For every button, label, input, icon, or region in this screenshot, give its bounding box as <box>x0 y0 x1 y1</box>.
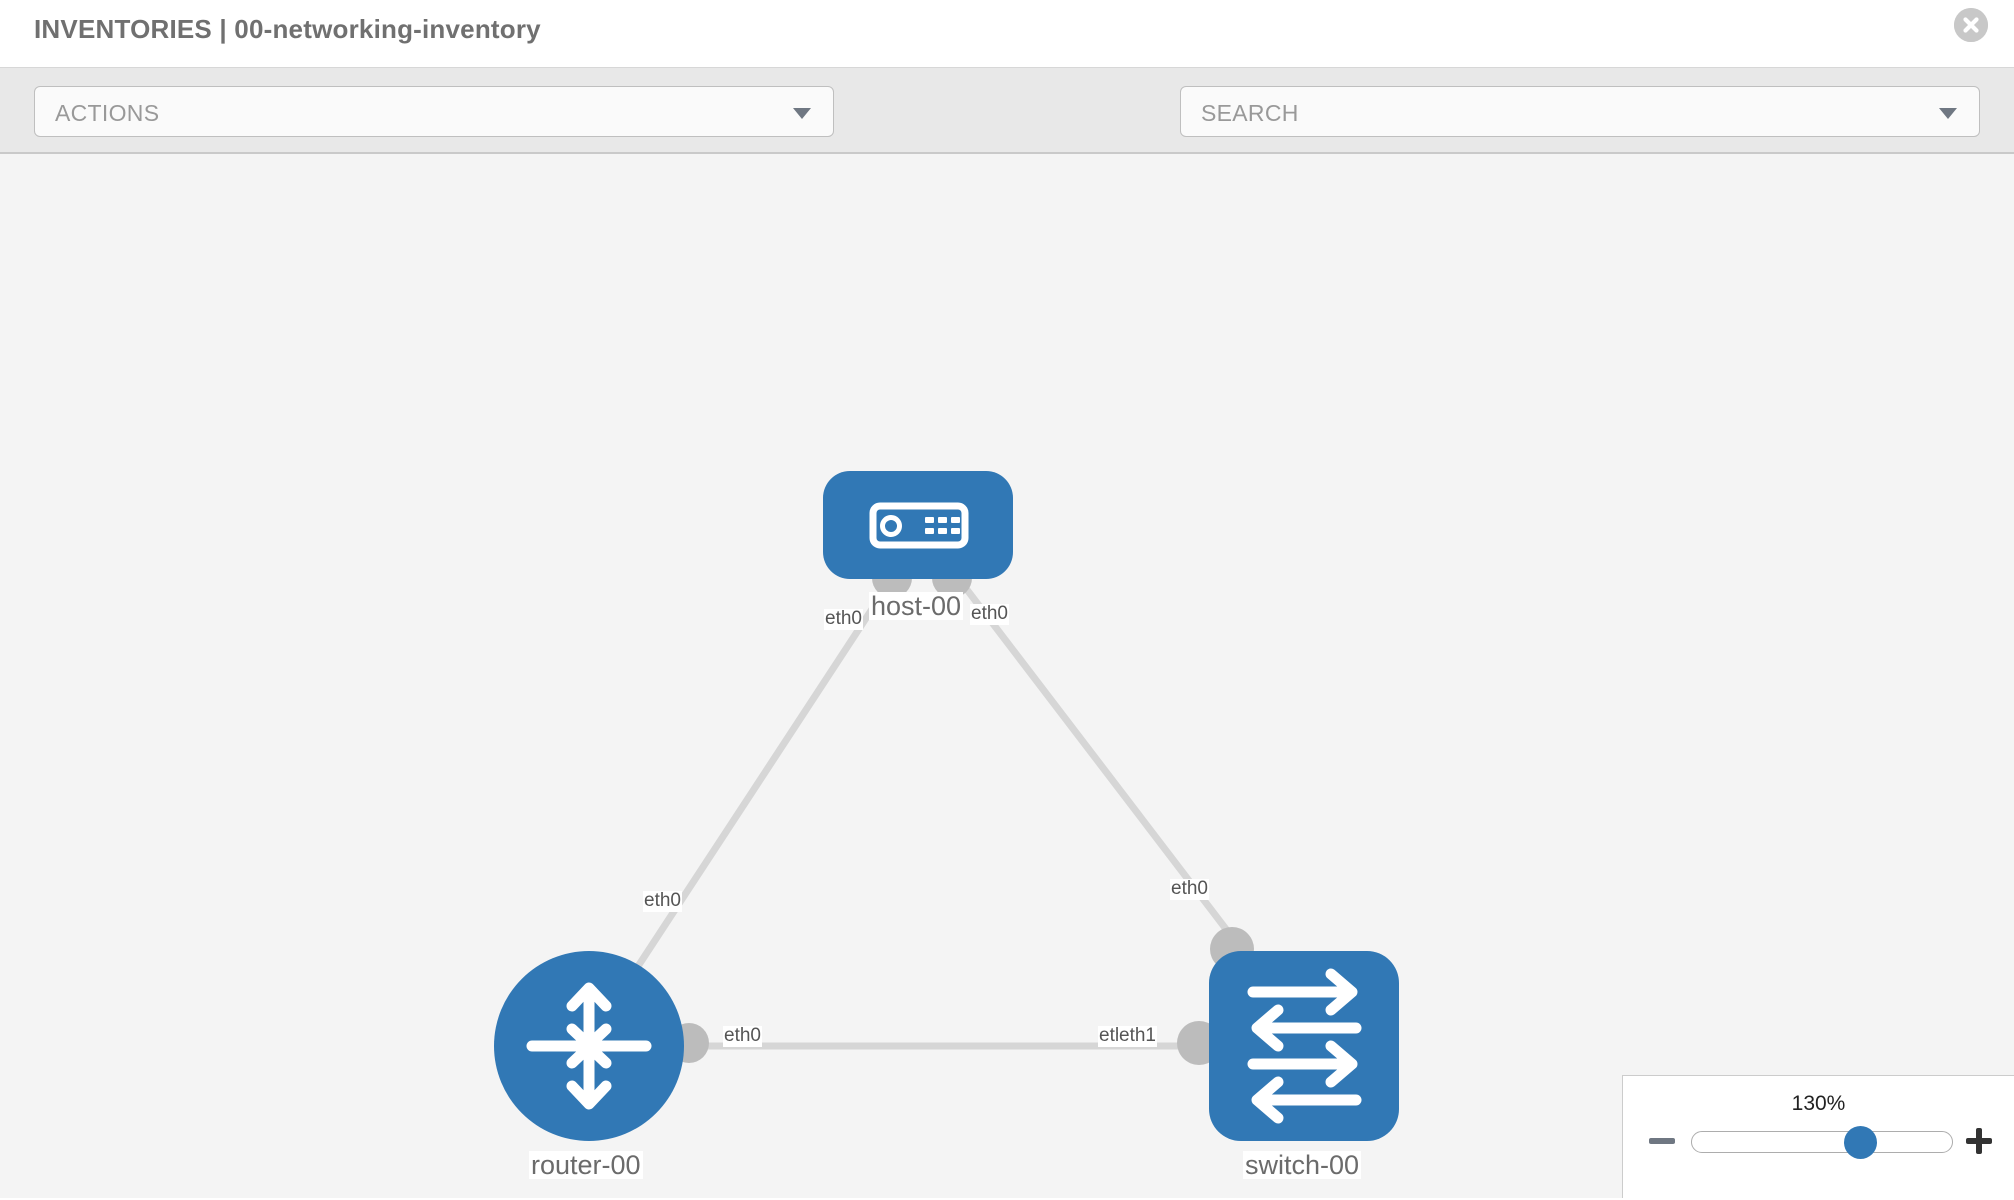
node-label-router: router-00 <box>529 1150 643 1180</box>
zoom-slider-thumb[interactable] <box>1844 1126 1877 1159</box>
node-switch-00[interactable] <box>1209 951 1399 1141</box>
iface-label: eth0 <box>970 603 1009 625</box>
zoom-out-button[interactable] <box>1645 1124 1679 1158</box>
topology-links <box>607 571 1248 1050</box>
topology-graph[interactable] <box>0 154 2014 1198</box>
topology-canvas[interactable]: eth0 eth0 eth0 eth0 eth0 eth0 eth1 host-… <box>0 154 2014 1198</box>
node-router-00[interactable] <box>494 951 684 1141</box>
toolbar: ACTIONS SEARCH <box>0 68 2014 198</box>
zoom-level-value: 130% <box>1791 1092 1846 1115</box>
link-host-router <box>607 572 898 1011</box>
actions-dropdown[interactable]: ACTIONS <box>34 86 834 137</box>
iface-label: eth0 <box>1170 878 1209 900</box>
topology-ports <box>669 558 1254 1065</box>
actions-dropdown-label: ACTIONS <box>55 100 160 126</box>
zoom-control-panel: 130% <box>1622 1075 2014 1198</box>
search-placeholder: SEARCH <box>1201 100 1299 126</box>
node-label-switch: switch-00 <box>1243 1150 1362 1180</box>
page-title: INVENTORIES | 00-networking-inventory <box>34 14 541 44</box>
iface-label: eth1 <box>1118 1025 1157 1047</box>
iface-label: eth0 <box>643 890 682 912</box>
node-label-host: host-00 <box>869 591 964 621</box>
page-header: INVENTORIES | 00-networking-inventory <box>0 0 2014 68</box>
iface-label: eth0 <box>824 608 863 630</box>
search-input[interactable]: SEARCH <box>1180 86 1980 137</box>
zoom-in-button[interactable] <box>1962 1124 1996 1158</box>
chevron-down-icon <box>793 108 811 119</box>
chevron-down-icon <box>1939 108 1957 119</box>
iface-label: eth0 <box>723 1025 762 1047</box>
close-icon[interactable] <box>1954 8 1988 42</box>
zoom-slider[interactable] <box>1691 1126 1953 1159</box>
node-host-00[interactable] <box>823 471 1013 579</box>
